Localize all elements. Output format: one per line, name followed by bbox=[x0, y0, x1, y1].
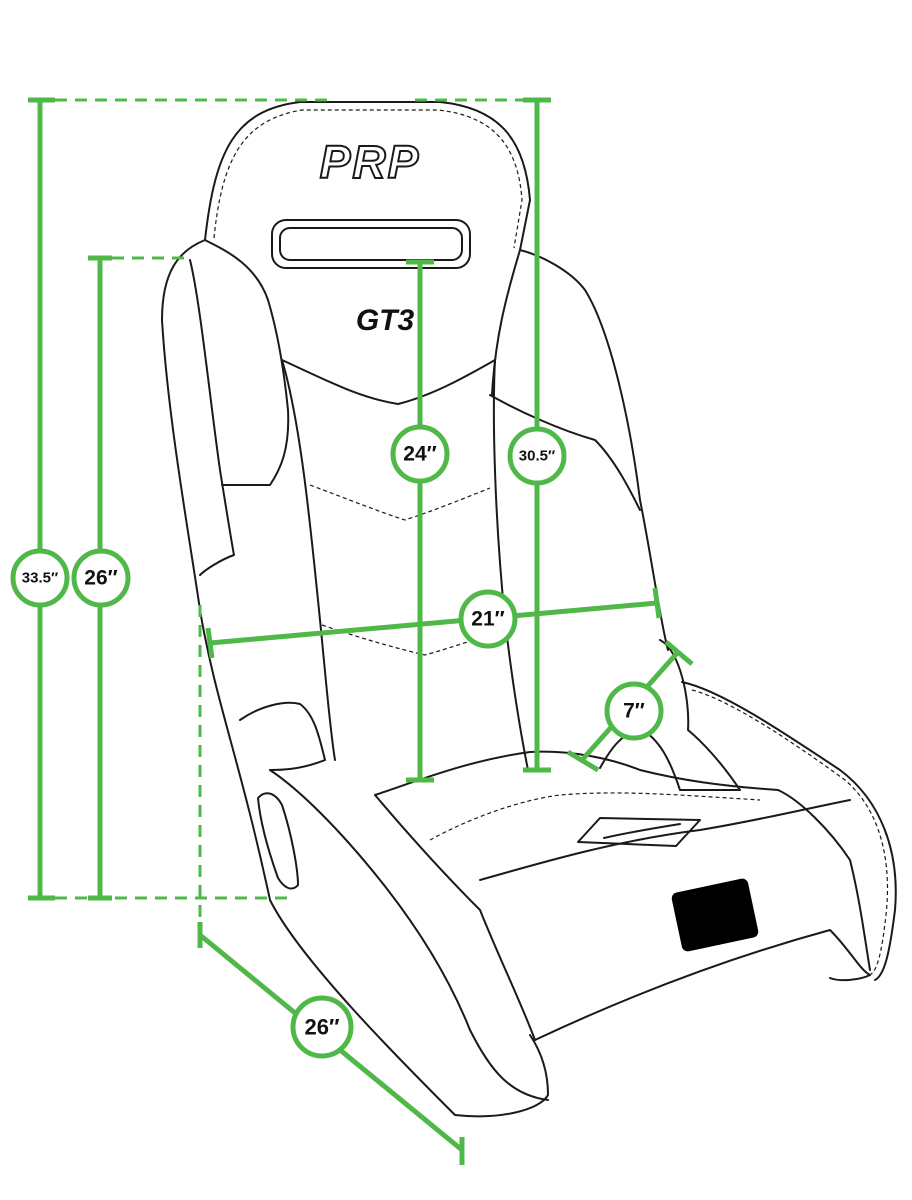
harness-slot bbox=[271, 219, 471, 269]
badge-depth: 26″ bbox=[290, 995, 354, 1059]
badge-back-height-label: 24″ bbox=[403, 443, 436, 466]
seat-front-slot bbox=[577, 817, 701, 847]
badge-overall-height: 33.5″ bbox=[10, 548, 70, 608]
side-cutout bbox=[257, 792, 299, 890]
badge-depth-label: 26″ bbox=[304, 1015, 339, 1040]
seat-drawing bbox=[161, 101, 897, 1118]
badge-back-to-seat-label: 30.5″ bbox=[519, 448, 555, 465]
badge-side-height-label: 26″ bbox=[84, 567, 117, 590]
left-bolster bbox=[161, 239, 549, 1118]
width-line bbox=[209, 600, 658, 646]
badge-width-label: 21″ bbox=[471, 608, 504, 631]
prp-logo-text: PRP bbox=[320, 136, 421, 188]
prp-logo: PRP bbox=[319, 135, 421, 189]
badge-overall-height-label: 33.5″ bbox=[22, 570, 58, 587]
back-center-panel bbox=[281, 359, 496, 405]
gt3-logo: GT3 bbox=[356, 304, 415, 337]
seat-back-top bbox=[204, 101, 531, 251]
badge-back-height: 24″ bbox=[390, 424, 450, 484]
seat-label-plate bbox=[671, 878, 759, 952]
badge-back-to-seat: 30.5″ bbox=[507, 426, 567, 486]
badge-bolster-label: 7″ bbox=[623, 700, 645, 723]
badge-side-height: 26″ bbox=[71, 548, 131, 608]
badge-width: 21″ bbox=[458, 589, 518, 649]
badge-bolster: 7″ bbox=[604, 681, 664, 741]
